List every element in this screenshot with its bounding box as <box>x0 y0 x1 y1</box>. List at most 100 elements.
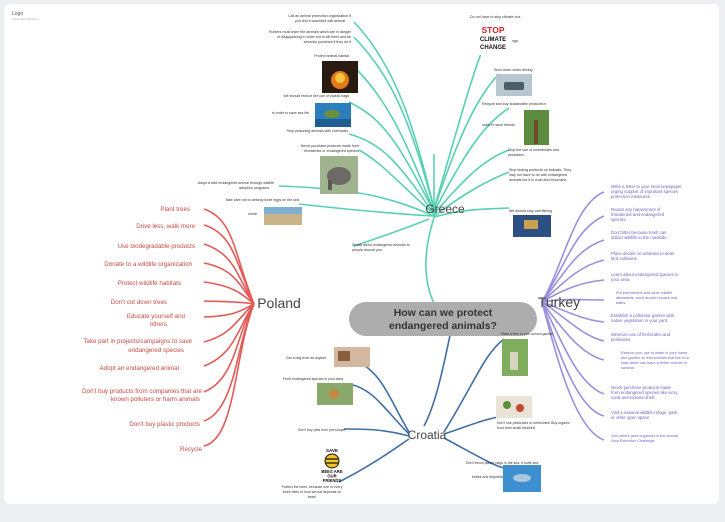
greece-left-items: Call an animal protection organization i… <box>198 14 360 216</box>
greece-item: shore. <box>248 212 258 216</box>
turkey-item: Write a letter to your local newspaper <box>611 184 682 189</box>
document-subtitle: Made with Mindomo <box>12 17 39 21</box>
greece-item: adoption programs <box>239 186 269 190</box>
greece-item: nge. <box>512 39 519 43</box>
tree-planting-image <box>502 339 528 376</box>
greece-item: may not have to do with endangered <box>509 173 567 177</box>
croatia-item: Don't buy pets from pet shops! <box>298 428 345 432</box>
poland-item: Take part in projects/campaigns to save <box>83 338 192 345</box>
poland-item: Recycle <box>180 446 203 453</box>
greece-item: Never purchase products made from <box>301 144 359 148</box>
greece-item: people around you. <box>352 248 383 252</box>
greece-item: Protect animal habitat <box>314 54 349 58</box>
stop-sign-line3: CHANGE <box>480 45 506 51</box>
poland-item: Drive less, walk more <box>136 223 195 230</box>
turkey-item: Never purchase products made <box>611 385 672 390</box>
poland-item: Adopt an endangered animal <box>100 365 179 372</box>
greece-item: Stop poisoning animals with chemicals. <box>286 129 349 133</box>
poland-item: known polluters or harm animals <box>111 396 200 403</box>
greece-item: Do not have to stop climate cha <box>470 15 520 19</box>
poland-item: Educate yourself and <box>127 313 186 320</box>
greece-item: Speak about endangered animals to <box>352 243 410 247</box>
greece-item: Stop the use of insecticides and <box>508 148 559 152</box>
greece-item: you find a wounded wild animal. <box>295 19 346 23</box>
turkey-items-last: Join others (and organize) in the annual… <box>611 434 678 443</box>
croatia-items: Get a dog from an asylum Feed endangered… <box>283 332 570 479</box>
croatia-item: Don't use pesticides or herbicides! Buy … <box>497 421 570 425</box>
turkey-item: Visit a national wildlife refuge, park <box>611 410 678 415</box>
bees-sign-bottom1: BEES ARE <box>321 469 342 474</box>
poland-item: Don't buy plastic products <box>129 421 200 428</box>
turkey-item: Don't litter because trash can <box>611 230 667 235</box>
greece-item: animals but it is cruel and inhumane. <box>509 178 567 182</box>
center-topic-line2: endangered animals? <box>389 320 497 332</box>
poland-item: Plant trees <box>160 206 190 213</box>
greece-item: threatened or endangered species <box>304 149 359 153</box>
poland-item: Use biodegradable products <box>118 243 195 250</box>
stop-sign-line2: CLIMATE <box>480 37 506 43</box>
greece-item: order to save forests <box>482 123 515 127</box>
beach-image <box>264 207 302 225</box>
turkey-item: threatened and endangered <box>611 212 665 217</box>
croatia-item: Plant a tree in your school garden <box>501 332 553 336</box>
croatia-item: bees! <box>308 495 317 499</box>
save-bees-sign: SAVE BEES ARE OUR FRIENDS <box>321 448 342 483</box>
sea-turtle-image <box>315 103 351 127</box>
center-topic-line1: How can we protect <box>394 307 493 319</box>
greece-item: Slow down when driving <box>494 68 533 72</box>
croatia-item: Get a dog from an asylum <box>286 356 326 360</box>
greece-item: of disappearing in order not to kill the… <box>277 35 351 39</box>
turkey-item: near water can have a better chance of <box>621 361 688 365</box>
poland-branch-title[interactable]: Poland <box>257 295 301 311</box>
turkey-items-middle: Establish a pollinator garden with nativ… <box>611 313 675 342</box>
greece-item: We should reduce the use of plastic bags <box>283 94 349 98</box>
greece-branch-title[interactable]: Greece <box>425 202 465 216</box>
center-topic[interactable]: How can we protect endangered animals? <box>349 302 537 336</box>
greece-item: Call an animal protection organization i… <box>288 14 351 18</box>
document-title: Logo <box>12 11 24 17</box>
greece-item: Adopt a wild endangered animal through w… <box>198 181 274 185</box>
turkey-item: attractants, such as bird houses and <box>616 296 677 300</box>
turkey-item: native vegetation in your yard. <box>611 318 668 323</box>
turkey-item: survival <box>621 366 634 370</box>
turkey-item: protection measures. <box>611 194 651 199</box>
turkey-item: Stop Extinction Challenge. <box>611 439 656 443</box>
bees-sign-top: SAVE <box>326 448 338 453</box>
croatia-branch-title[interactable]: Croatia <box>408 428 447 442</box>
greece-item: in order to save sea life <box>272 111 309 115</box>
turkey-item: Minimize use of herbicides and <box>611 332 671 337</box>
croatia-bees-text: Protect the bees, because one in every t… <box>282 485 343 499</box>
dog-image <box>334 347 370 367</box>
vegetables-image <box>496 396 532 418</box>
greece-item: Take care not to destroy turtle eggs on … <box>225 198 299 202</box>
turkey-item: Join others (and organize) in the annual <box>611 434 678 438</box>
poland-item: Don't cut down trees <box>111 299 167 306</box>
bees-sign-bottom2: OUR <box>327 474 336 479</box>
greece-item: pesticides. <box>508 153 525 157</box>
turkey-item: coral and tortoise shell. <box>611 395 655 400</box>
greece-item: We should stop overfishing <box>509 209 552 213</box>
elephant-image <box>320 156 358 194</box>
greece-item: Recycle and buy sustainable products in <box>482 102 546 106</box>
turkey-item: Learn about endangered species in <box>611 272 679 277</box>
greece-connectors <box>278 21 510 308</box>
mindmap-diagram: How can we protect endangered animals? G… <box>82 14 690 499</box>
mindmap-canvas[interactable]: Logo Made with Mindomo <box>4 4 719 504</box>
poland-item: endangered species <box>128 347 184 354</box>
fire-image <box>322 61 358 93</box>
croatia-item: food from small vendors! <box>497 426 535 430</box>
turkey-items-bottom: Never purchase products made from endang… <box>611 385 678 420</box>
feeding-animals-image <box>317 383 353 405</box>
croatia-item: Feed endangered species in your area <box>283 377 343 381</box>
poland-connectors <box>203 208 255 447</box>
croatia-connectors <box>338 325 505 483</box>
document-header: Logo Made with Mindomo <box>12 11 39 21</box>
croatia-item: Don't throw plastic bags in the sea, it … <box>466 461 538 465</box>
poland-item: Donate to a wildlife organization <box>104 261 192 268</box>
turkey-branch-title[interactable]: Turkey <box>538 294 580 310</box>
greece-item: severely punished if they do it <box>304 40 351 44</box>
turkey-item: Put bird feeders and other wildlife <box>616 291 672 295</box>
turkey-items: Write a letter to your local newspaper u… <box>611 184 682 282</box>
stop-climate-change-sign: STOP CLIMATE CHANGE <box>474 22 512 55</box>
greece-item: Hunters must learn the animals which are… <box>269 30 352 34</box>
